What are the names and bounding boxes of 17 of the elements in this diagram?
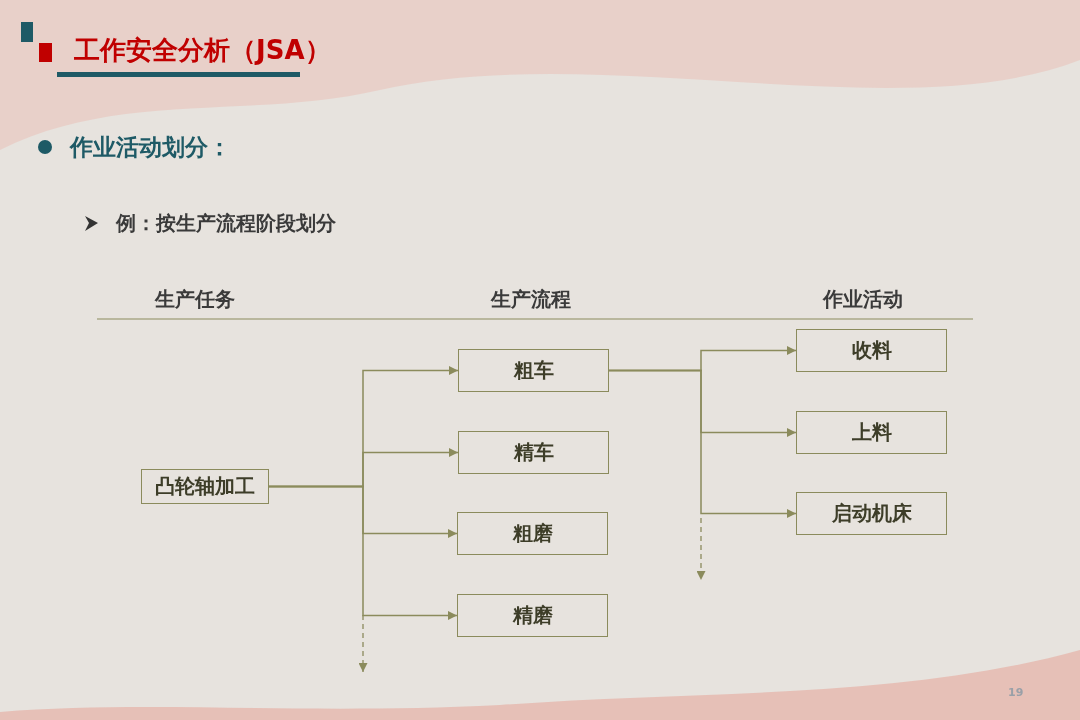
page-number: 19 — [1008, 686, 1024, 699]
bullet-heading: 作业活动划分： — [70, 133, 231, 162]
process-box: 粗磨 — [457, 512, 608, 555]
arrow — [268, 485, 458, 620]
column-heading: 作业活动 — [823, 286, 903, 313]
column-heading: 生产流程 — [491, 286, 571, 313]
process-box: 上料 — [796, 411, 947, 454]
process-box: 精磨 — [457, 594, 608, 637]
arrow — [608, 369, 797, 518]
process-box: 收料 — [796, 329, 947, 372]
process-box: 启动机床 — [796, 492, 947, 535]
column-heading: 生产任务 — [155, 286, 235, 313]
process-box: 精车 — [458, 431, 609, 474]
process-box: 凸轮轴加工 — [141, 469, 269, 504]
process-box: 粗车 — [458, 349, 609, 392]
sub-bullet-text: 例：按生产流程阶段划分 — [116, 210, 336, 237]
slide-title: 工作安全分析（JSA） — [74, 34, 331, 67]
